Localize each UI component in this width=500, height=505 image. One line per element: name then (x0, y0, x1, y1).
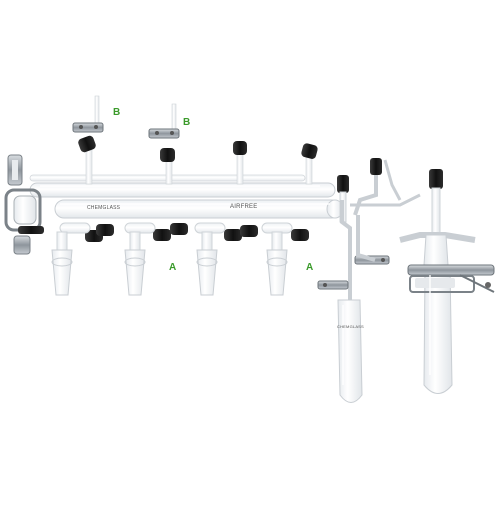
left-end-clamp (4, 154, 44, 255)
glass-highlights (40, 185, 431, 385)
b-clamps (72, 122, 180, 139)
upper-valve-stems (85, 95, 313, 185)
label-a-left: A (169, 262, 177, 273)
manifold-brand-left: CHEMGLASS (87, 205, 121, 211)
label-b-left: B (113, 107, 121, 118)
label-b-right: B (183, 117, 191, 128)
label-a-right: A (306, 262, 314, 273)
upper-stopcock-knobs (78, 135, 318, 162)
manifold (29, 174, 344, 219)
schlenk-tube-left (317, 158, 421, 403)
flask-brand: CHEMGLASS (337, 324, 364, 329)
manifold-brand-center: AIRFREE (230, 204, 258, 210)
schlenk-tube-right (399, 169, 495, 394)
lower-stopcocks (59, 222, 309, 242)
outlet-joints (51, 231, 288, 296)
